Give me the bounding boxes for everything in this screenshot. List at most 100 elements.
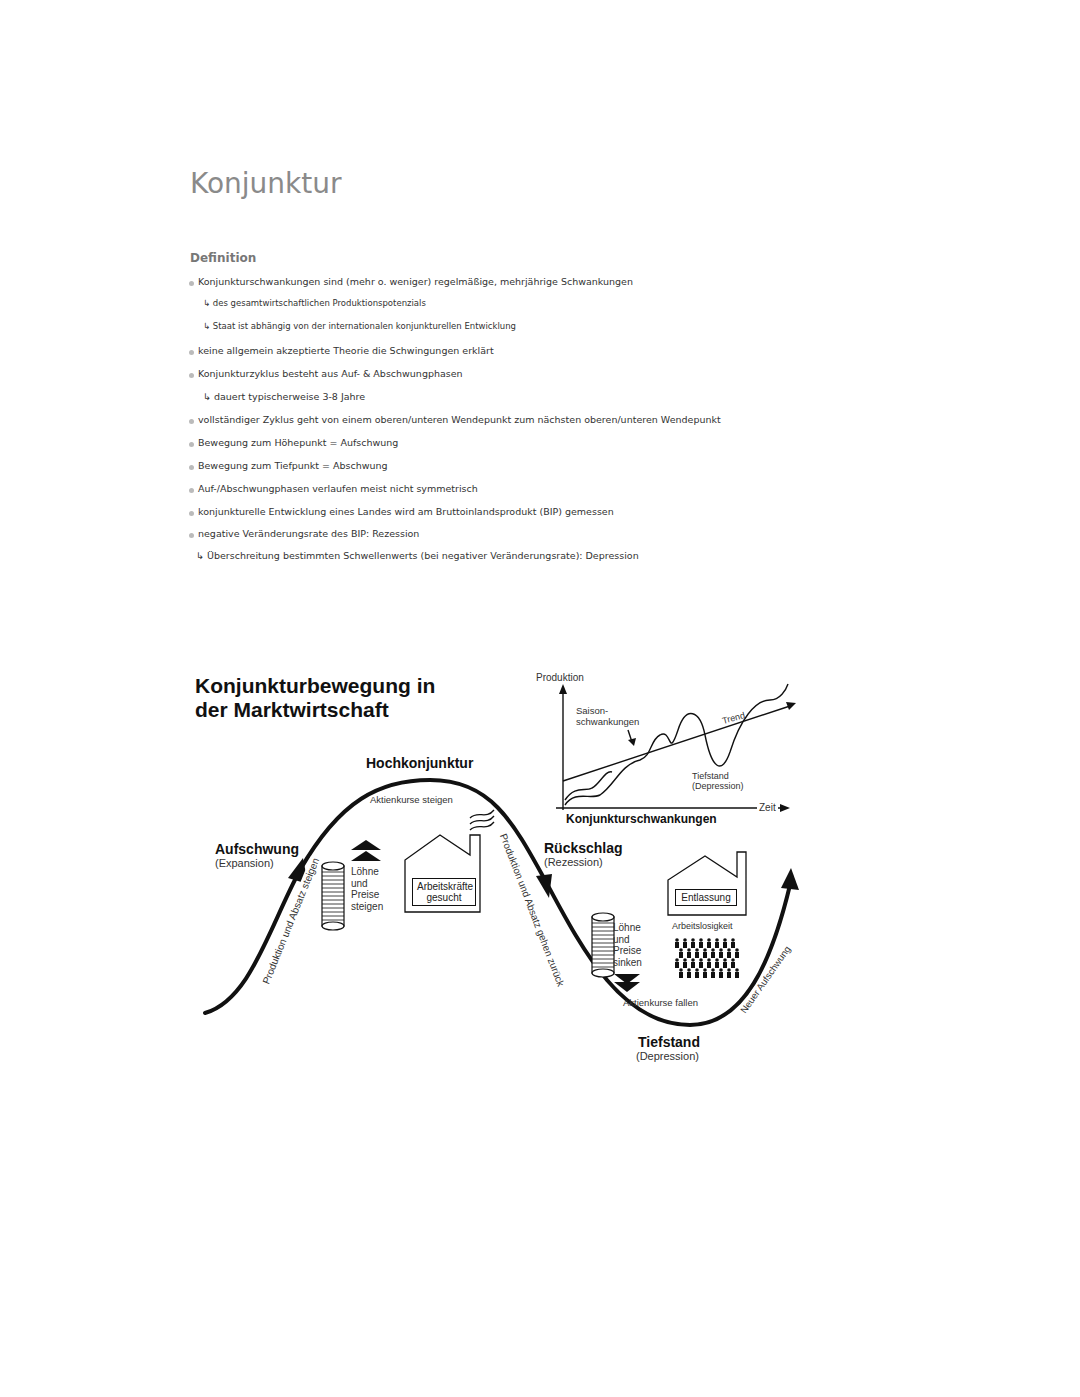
text-label: Konjunkturzyklus besteht aus Auf- & Absc… bbox=[198, 369, 463, 380]
person-body bbox=[715, 942, 719, 948]
coin-line bbox=[322, 880, 344, 881]
person-head bbox=[731, 958, 735, 962]
bullet bbox=[189, 350, 194, 355]
person-head bbox=[727, 968, 731, 972]
person-body bbox=[687, 972, 691, 978]
person-body bbox=[727, 952, 731, 958]
factory-2 bbox=[668, 852, 746, 915]
person-body bbox=[695, 972, 699, 978]
person-head bbox=[675, 938, 679, 942]
person-body bbox=[703, 952, 707, 958]
text-label: Bewegung zum Tiefpunkt = Abschwung bbox=[198, 461, 388, 472]
text-label: vollständiger Zyklus geht von einem ober… bbox=[198, 415, 721, 426]
coin-line bbox=[322, 872, 344, 873]
person-head bbox=[675, 958, 679, 962]
coin-line bbox=[322, 920, 344, 921]
person-body bbox=[707, 942, 711, 948]
person-body bbox=[695, 952, 699, 958]
coin-line bbox=[322, 892, 344, 893]
arrows-down bbox=[614, 974, 640, 992]
text-label: negative Veränderungsrate des BIP: Rezes… bbox=[198, 529, 419, 540]
coin-line bbox=[592, 967, 614, 968]
bullet bbox=[189, 442, 194, 447]
coin-line bbox=[592, 935, 614, 936]
coin-line bbox=[592, 943, 614, 944]
text-label: Aktienkurse fallen bbox=[623, 998, 698, 1009]
text-label: keine allgemein akzeptierte Theorie die … bbox=[198, 346, 494, 357]
person-head bbox=[715, 958, 719, 962]
person-body bbox=[735, 972, 739, 978]
text-label: ↳ dauert typischerweise 3-8 Jahre bbox=[203, 392, 365, 403]
bullet bbox=[189, 465, 194, 470]
person-body bbox=[691, 962, 695, 968]
text-label: Hochkonjunktur bbox=[366, 755, 473, 771]
person-head bbox=[695, 968, 699, 972]
person-head bbox=[695, 948, 699, 952]
person-head bbox=[683, 938, 687, 942]
coin-line bbox=[592, 959, 614, 960]
coin-line bbox=[592, 947, 614, 948]
text-label: Konjunkturbewegung in der Marktwirtschaf… bbox=[195, 674, 455, 722]
bullet bbox=[189, 533, 194, 538]
person-body bbox=[715, 962, 719, 968]
text-label: Konjunkturschwankungen bbox=[566, 813, 717, 827]
person-head bbox=[735, 948, 739, 952]
coin-line bbox=[592, 951, 614, 952]
bullet bbox=[189, 373, 194, 378]
person-head bbox=[699, 938, 703, 942]
person-head bbox=[719, 948, 723, 952]
person-head bbox=[723, 938, 727, 942]
person-body bbox=[687, 952, 691, 958]
text-label: Tiefstand (Depression) bbox=[692, 771, 754, 792]
coin-line bbox=[322, 908, 344, 909]
person-body bbox=[683, 962, 687, 968]
text-label: Zeit bbox=[757, 802, 778, 814]
person-body bbox=[699, 962, 703, 968]
person-head bbox=[707, 958, 711, 962]
text-label: Auf-/Abschwungphasen verlaufen meist nic… bbox=[198, 484, 478, 495]
person-body bbox=[683, 942, 687, 948]
text-label: Tiefstand bbox=[638, 1034, 700, 1050]
person-body bbox=[703, 972, 707, 978]
text-label: Saison- schwankungen bbox=[576, 706, 636, 728]
text-label: Aktienkurse steigen bbox=[370, 795, 453, 806]
coin-line bbox=[322, 896, 344, 897]
person-head bbox=[687, 968, 691, 972]
person-head bbox=[683, 958, 687, 962]
crowd bbox=[675, 938, 739, 978]
text-label: Aufschwung bbox=[215, 841, 299, 857]
coin-line bbox=[592, 923, 614, 924]
text-box: Arbeitskräfte gesucht bbox=[412, 878, 476, 906]
text-label: (Expansion) bbox=[215, 857, 274, 870]
coin-line bbox=[322, 884, 344, 885]
bullet bbox=[189, 281, 194, 286]
person-body bbox=[731, 962, 735, 968]
person-body bbox=[723, 962, 727, 968]
text-label: ↳ Überschreitung bestimmten Schwellenwer… bbox=[196, 551, 639, 562]
factory-1 bbox=[405, 810, 494, 912]
coin-line bbox=[592, 939, 614, 940]
person-head bbox=[711, 948, 715, 952]
person-body bbox=[711, 952, 715, 958]
person-body bbox=[679, 972, 683, 978]
text-label: Definition bbox=[190, 252, 256, 266]
coin-line bbox=[322, 912, 344, 913]
text-label: konjunkturelle Entwicklung eines Landes … bbox=[198, 507, 614, 518]
person-head bbox=[711, 968, 715, 972]
person-head bbox=[691, 958, 695, 962]
person-head bbox=[679, 948, 683, 952]
person-head bbox=[703, 968, 707, 972]
text-label: (Rezession) bbox=[544, 856, 603, 869]
cycle-curve bbox=[205, 780, 790, 1025]
person-body bbox=[699, 942, 703, 948]
page-title: Konjunktur bbox=[190, 168, 342, 200]
person-head bbox=[691, 938, 695, 942]
text-label: ↳ des gesamtwirtschaftlichen Produktions… bbox=[203, 299, 426, 309]
person-body bbox=[675, 942, 679, 948]
person-head bbox=[679, 968, 683, 972]
text-label: (Depression) bbox=[636, 1050, 699, 1063]
person-body bbox=[719, 972, 723, 978]
text-label: Löhne und Preise sinken bbox=[613, 922, 651, 968]
